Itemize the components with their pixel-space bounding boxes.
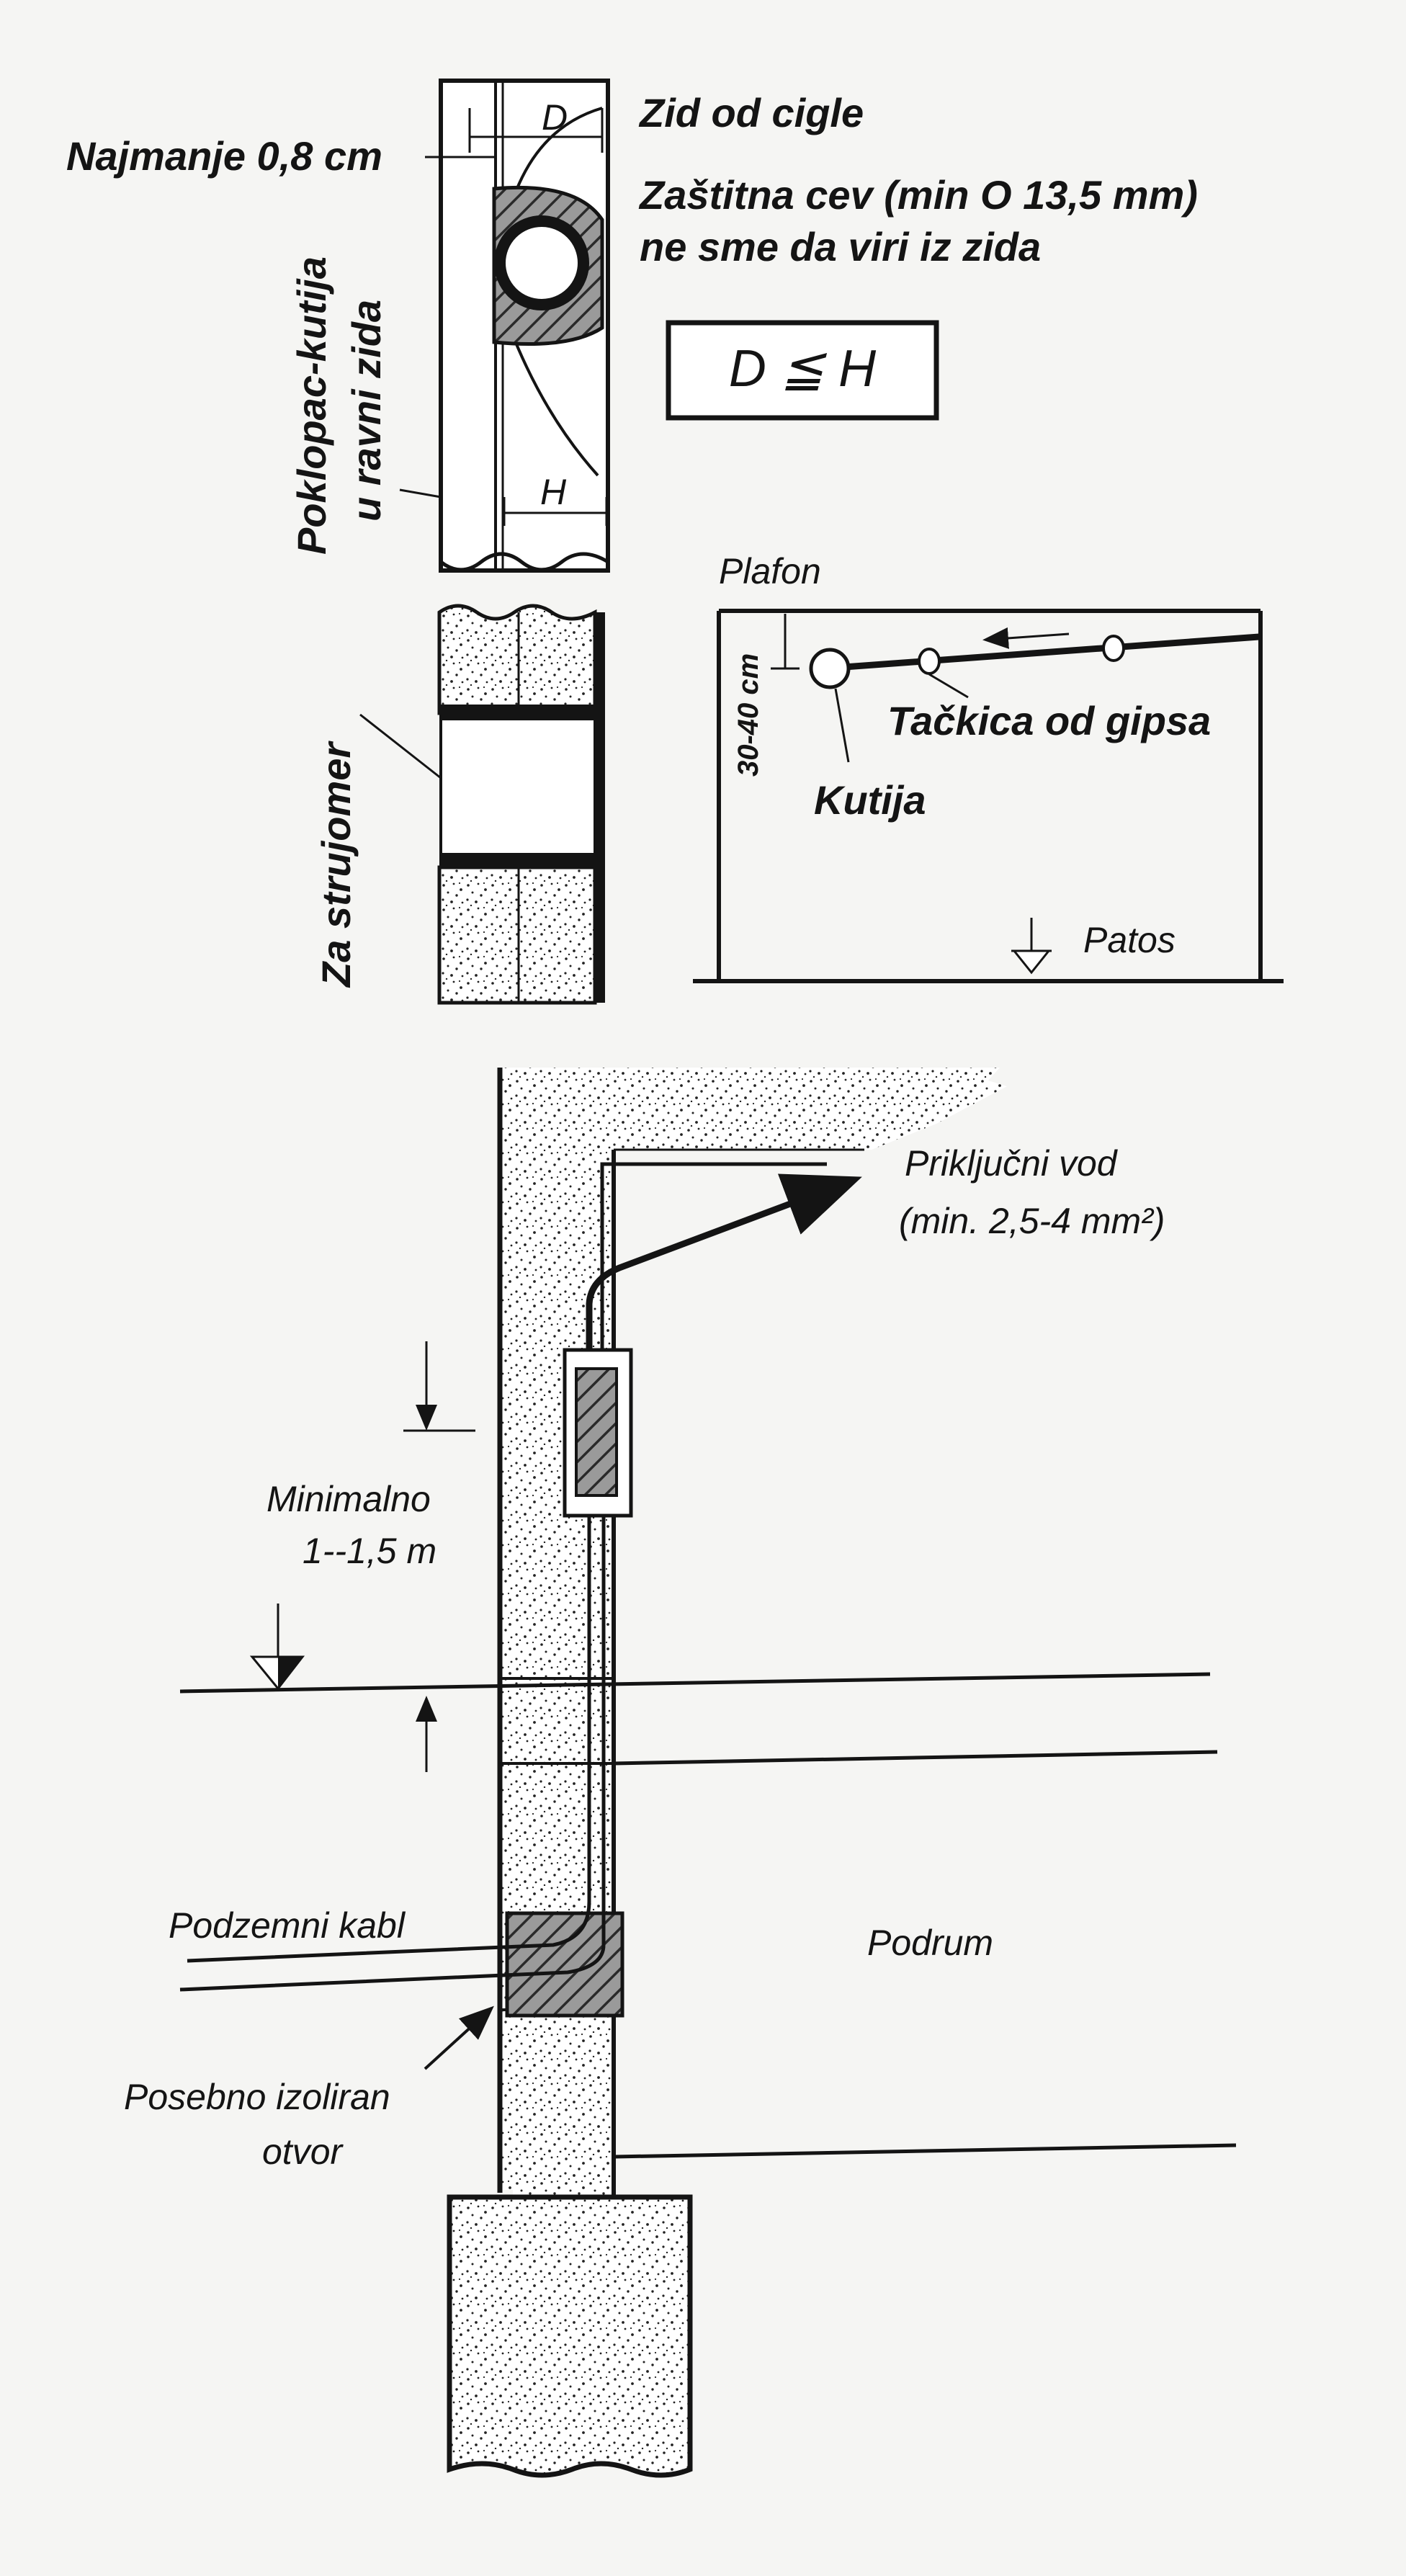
basement-ceiling-line <box>613 1750 1218 1766</box>
wall-label: Zid od cigle <box>638 90 864 135</box>
concrete-slab-and-wall <box>500 1068 1007 2197</box>
min-height-label-line2: 1--1,5 m <box>303 1531 436 1571</box>
floor-label: Patos <box>1083 920 1176 960</box>
formula-box <box>666 320 939 421</box>
surface-cable <box>843 633 1260 671</box>
ground-level-line <box>179 1672 1211 1694</box>
meter-label: Za strujomer <box>313 741 359 988</box>
meter-label-leader <box>359 713 442 779</box>
direction-arrow <box>982 627 1070 649</box>
box-leader <box>834 688 850 763</box>
wall-broken-edge <box>439 552 609 572</box>
h-label: H <box>540 472 567 512</box>
gypsum-dot-1 <box>918 648 941 675</box>
gypsum-dot-2 <box>1102 635 1125 662</box>
side-label-leader <box>399 488 442 498</box>
min-thickness-label: Najmanje 0,8 cm <box>66 133 382 179</box>
basement-label: Podrum <box>867 1923 993 1963</box>
junction-box <box>809 648 851 689</box>
niche-lintel <box>439 705 604 719</box>
pipe-label-line2: ne sme da viri iz zida <box>640 224 1041 269</box>
conduit-bend-outer <box>179 1944 606 1992</box>
box-label: Kutija <box>814 777 926 823</box>
distance-label: 30-40 cm <box>733 653 764 777</box>
gypsum-label: Tačkica od gipsa <box>887 698 1211 743</box>
feeder-bend <box>586 1173 862 1350</box>
side-label-line2: u ravni zida <box>344 300 389 522</box>
protective-pipe <box>494 215 589 310</box>
basement-floor-line <box>613 2143 1237 2159</box>
formula-text: D ≦ H <box>729 340 877 398</box>
figure-3-room-elevation: Plafon 30-40 cm Tačkica od gipsa Kutija … <box>693 551 1284 983</box>
gypsum-leader <box>928 673 969 699</box>
hole-label-leader <box>424 2005 494 2070</box>
feeder-label-line1: Priključni vod <box>905 1143 1119 1184</box>
cable-label: Podzemni kabl <box>169 1905 406 1946</box>
meter-niche <box>439 717 596 856</box>
niche-back-face <box>595 612 605 1003</box>
pipe-label-line1: Zaštitna cev (min O 13,5 mm) <box>638 172 1198 218</box>
hole-label-line1: Posebno izoliran <box>124 2077 390 2117</box>
niche-wall-top <box>437 604 597 715</box>
d-label: D <box>542 97 568 138</box>
conduit-bend <box>187 1901 591 1963</box>
hole-label-line2: otvor <box>262 2132 344 2172</box>
min-height-label-line1: Minimalno <box>267 1479 431 1519</box>
figure-2-meter-niche: Za strujomer <box>313 604 605 1005</box>
feeder-label-line2: (min. 2,5-4 mm²) <box>899 1201 1165 1241</box>
floor-level-triangle <box>1011 949 1052 975</box>
foundation-footing <box>447 2194 693 2478</box>
figure-4-service-entry: Priključni vod (min. 2,5-4 mm²) Minimaln… <box>124 1068 1237 2478</box>
ground-level-triangle-fill <box>278 1657 303 1689</box>
service-box-fuse <box>575 1367 618 1497</box>
ceiling-label: Plafon <box>719 551 821 591</box>
side-label-line1: Poklopac-kutija <box>289 256 334 555</box>
figure-1-wall-section: D H Najmanje 0,8 cm Zid od cigle Zaštitn… <box>66 79 1198 573</box>
feeder-tube <box>600 1162 827 1350</box>
niche-wall-bottom <box>437 865 597 1005</box>
niche-sill <box>439 853 604 867</box>
